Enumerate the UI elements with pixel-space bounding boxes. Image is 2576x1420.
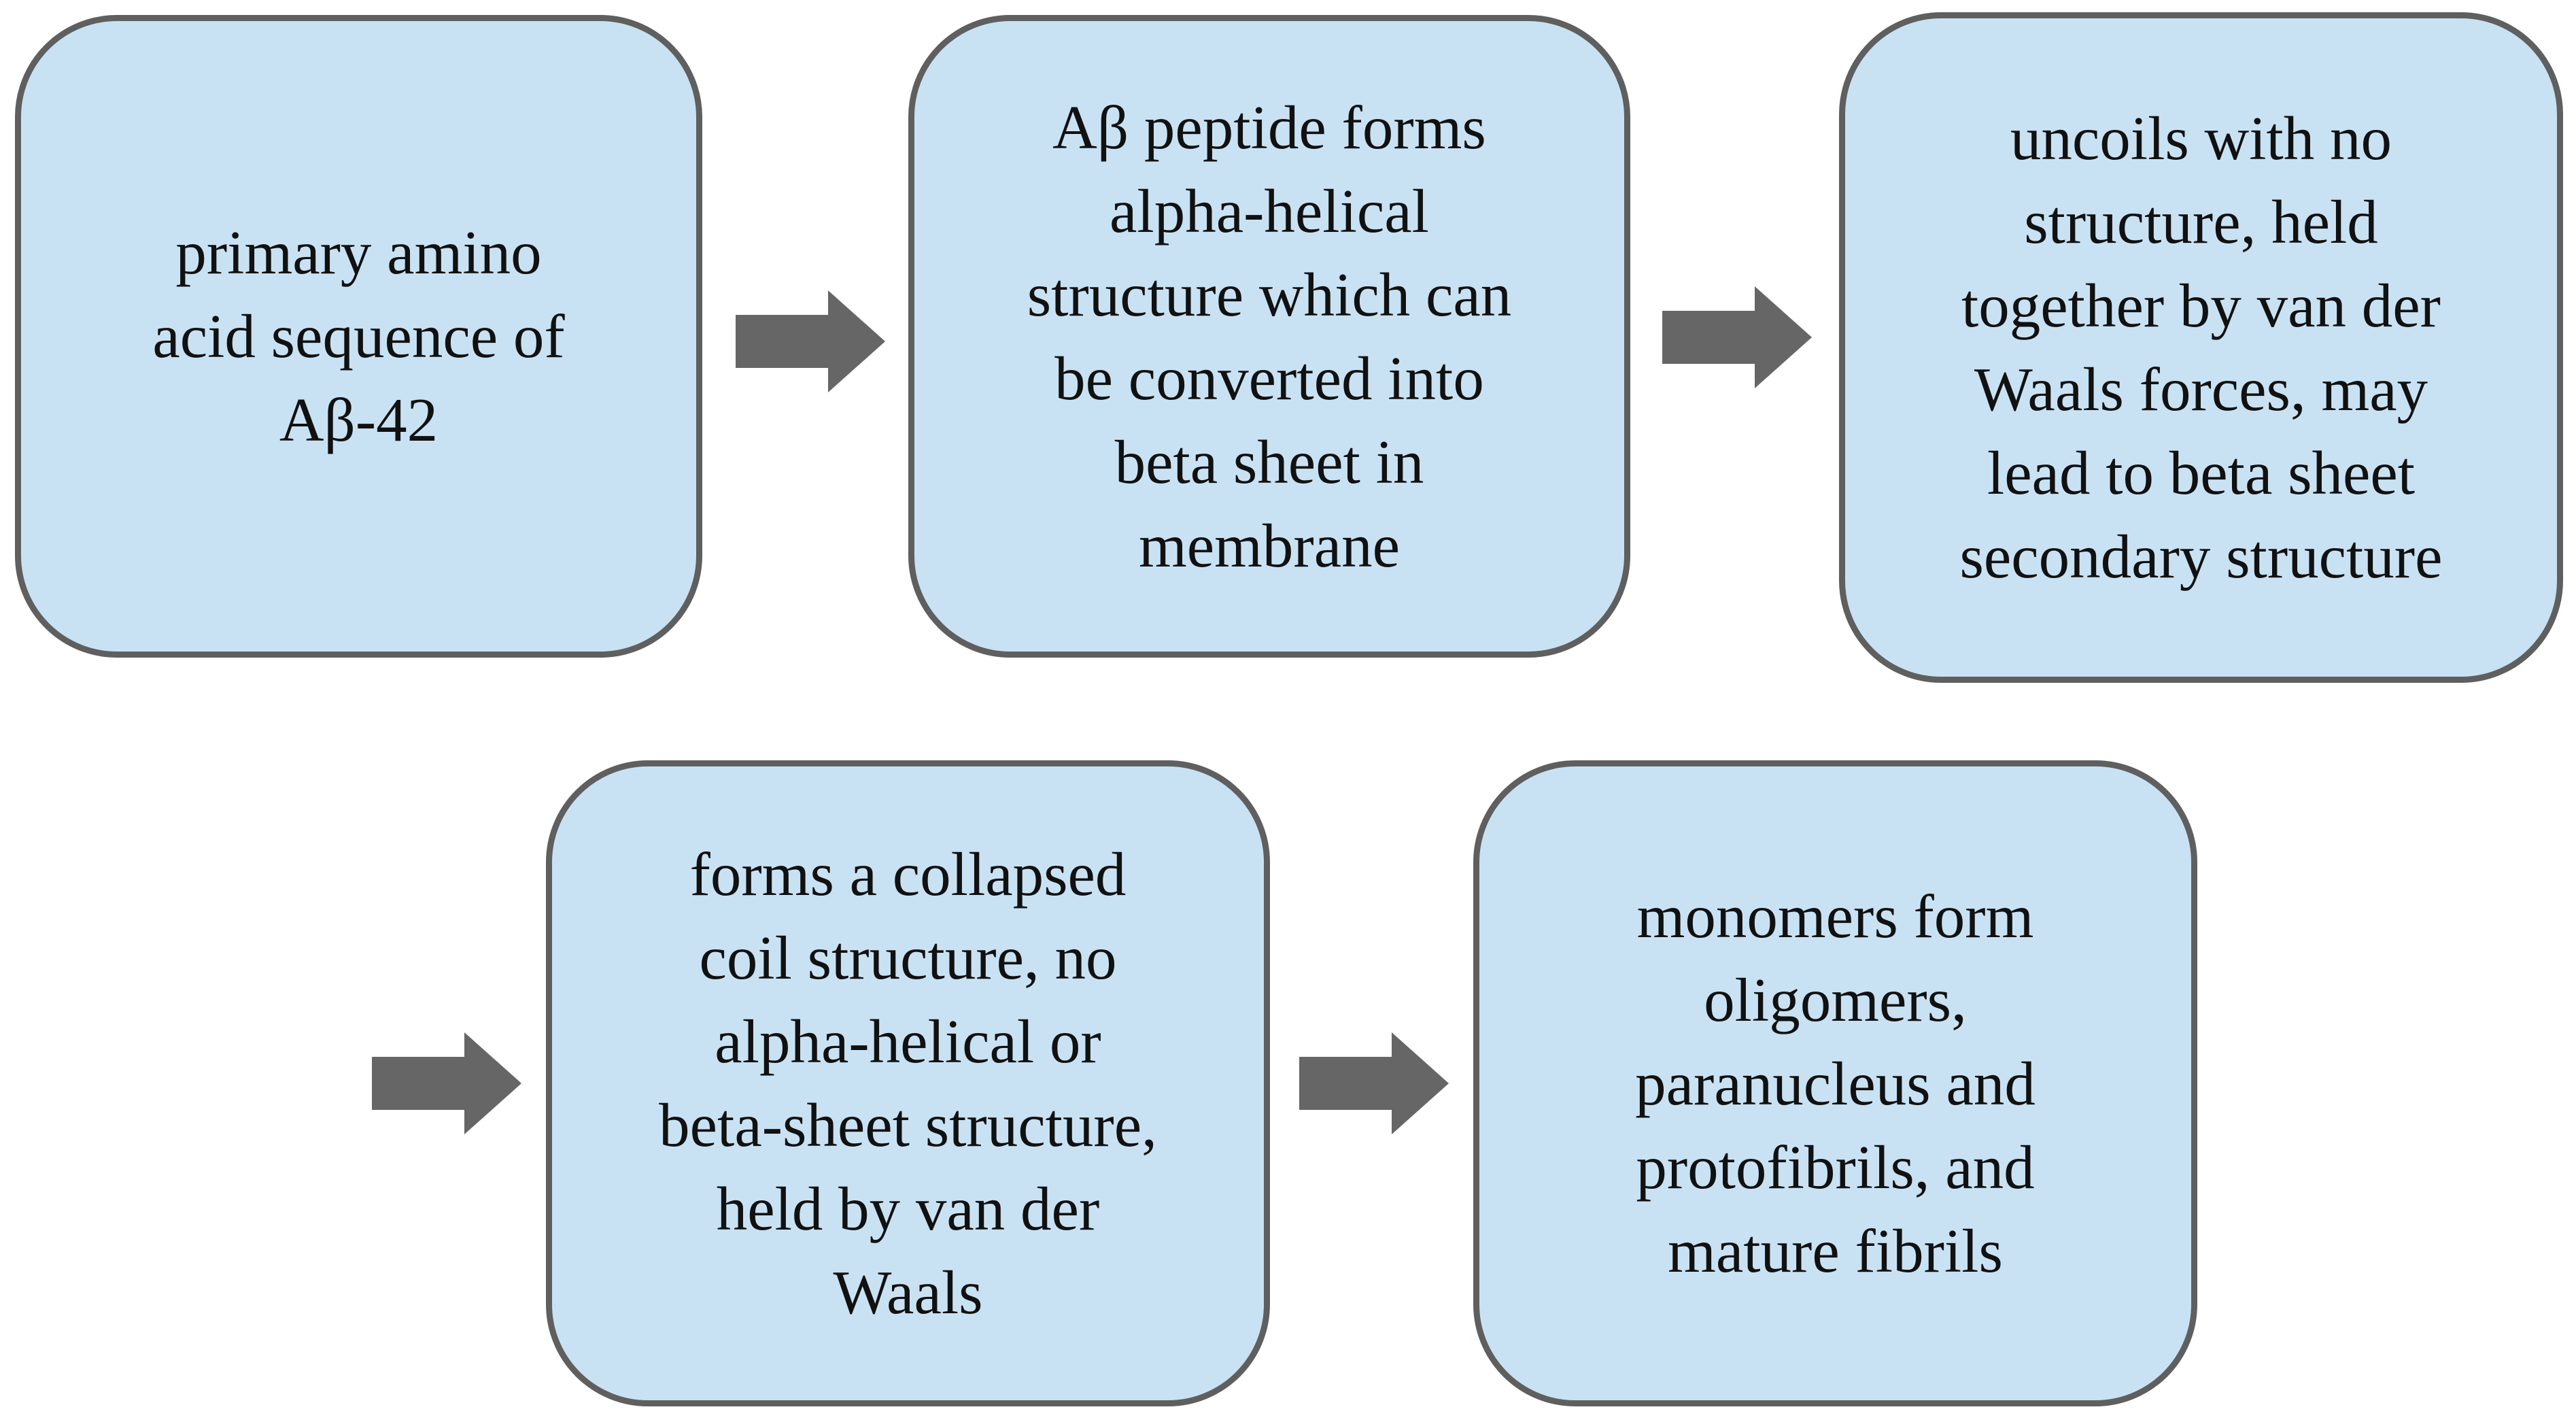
node-collapsed-coil-label: forms a collapsed coil structure, no alp… bbox=[659, 840, 1157, 1327]
node-collapsed-coil: forms a collapsed coil structure, no alp… bbox=[546, 760, 1270, 1406]
arrow-icon bbox=[1662, 286, 1812, 388]
node-alpha-helical-label: Aβ peptide forms alpha-helical structure… bbox=[1027, 92, 1512, 580]
node-oligomers-label: monomers form oligomers, paranucleus and… bbox=[1635, 881, 2036, 1285]
arrow-icon bbox=[1299, 1032, 1449, 1134]
node-uncoils-label: uncoils with no structure, held together… bbox=[1959, 104, 2443, 591]
node-primary-sequence-label: primary amino acid sequence of Aβ-42 bbox=[152, 218, 565, 454]
node-alpha-helical: Aβ peptide forms alpha-helical structure… bbox=[908, 15, 1630, 658]
node-uncoils: uncoils with no structure, held together… bbox=[1839, 12, 2563, 683]
arrow-icon bbox=[736, 290, 885, 392]
node-oligomers: monomers form oligomers, paranucleus and… bbox=[1473, 760, 2197, 1406]
arrow-icon bbox=[372, 1032, 521, 1134]
node-primary-sequence: primary amino acid sequence of Aβ-42 bbox=[15, 15, 702, 658]
